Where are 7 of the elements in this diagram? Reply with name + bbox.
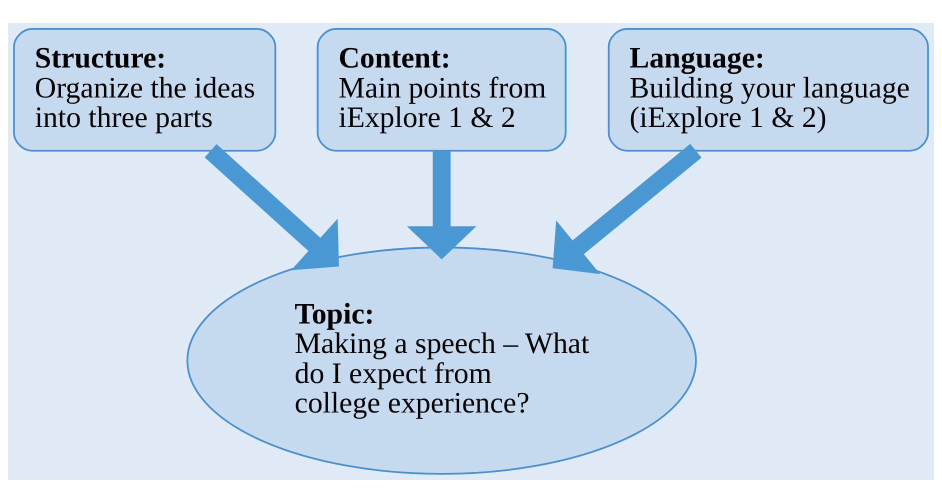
arrow — [552, 143, 702, 274]
arrow — [204, 144, 339, 270]
node-box: Language: Building your language (iExplore 1 & 2) — [608, 28, 929, 152]
node-box: Content: Main points from iExplore 1 & 2 — [316, 28, 567, 152]
arrow — [406, 150, 476, 259]
node-box: Structure: Organize the ideas into three parts — [13, 28, 276, 152]
node-ellipse: Topic: Making a speech – What do I expect from college experience? — [186, 246, 697, 474]
